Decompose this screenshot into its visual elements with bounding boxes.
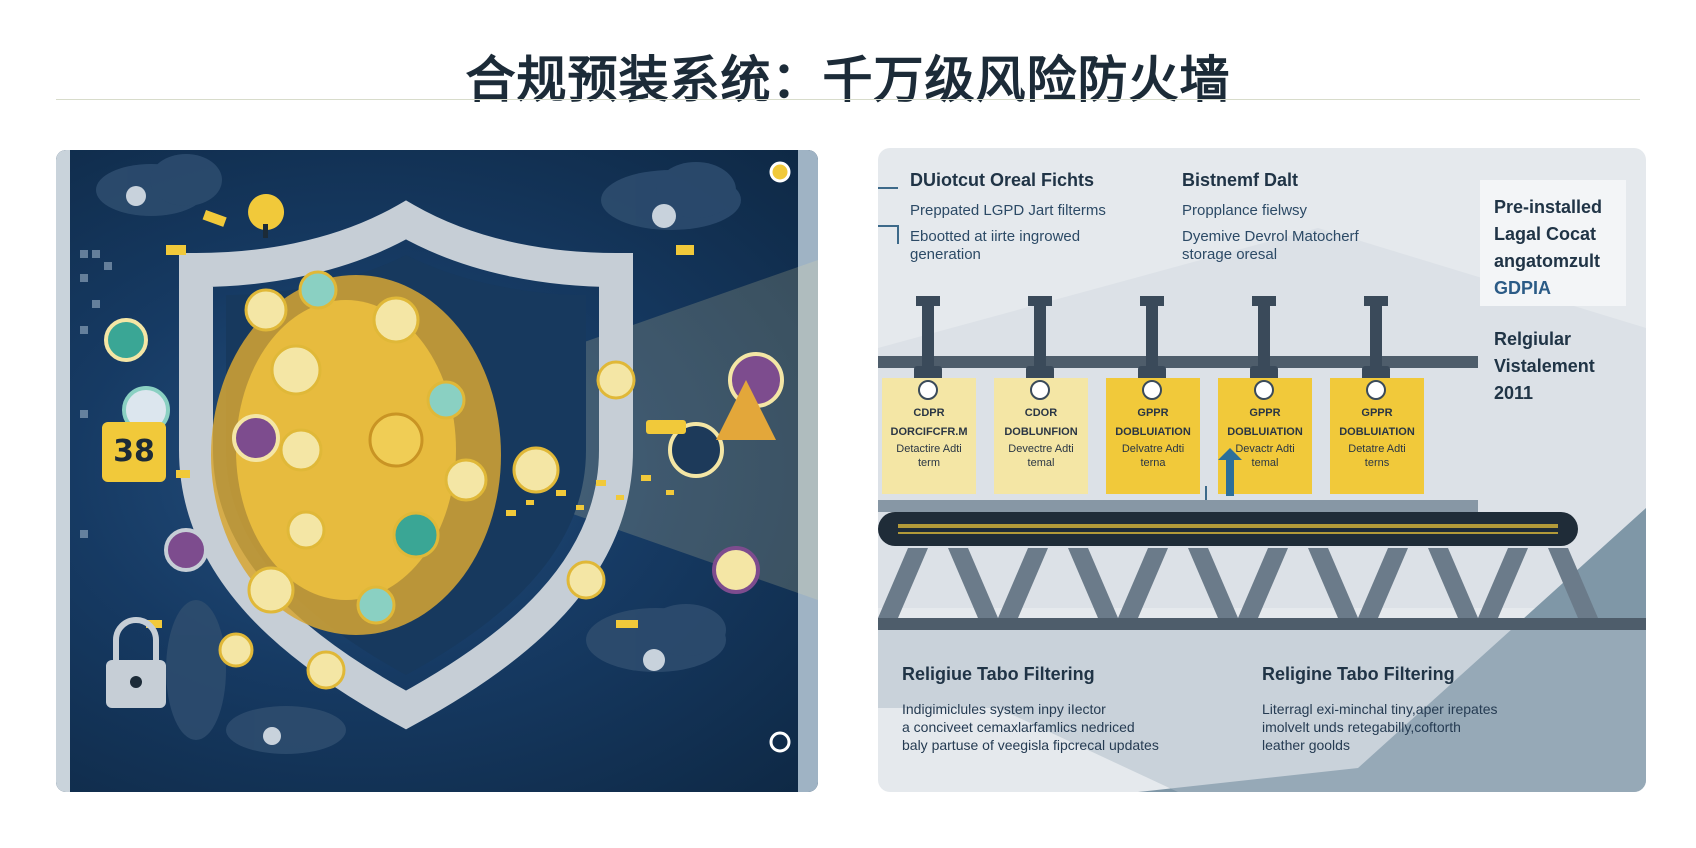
document-label-1: CDPR DORCIFCFR.M Detactire Adti term <box>890 407 968 469</box>
filter2-line1: Literragl exi-minchal tiny,aper irepates <box>1262 701 1498 717</box>
data-icon-cluster <box>104 270 784 690</box>
machine-illustration <box>878 180 1646 792</box>
support-legs <box>878 548 1598 618</box>
number-badge: 38 <box>102 422 166 482</box>
cloud-dot-icon <box>643 649 665 671</box>
warning-icon <box>716 380 776 440</box>
filter1-line3: baly partuse of veegisla fipcrecal updat… <box>902 737 1159 753</box>
document-label-2: CDOR DOBLUNFION Devectre Adti temal <box>1004 407 1078 469</box>
page-title: 合规预装系统：千万级风险防火墙 <box>465 51 1231 109</box>
side-mid-line2: Vistalement <box>1494 356 1595 376</box>
indicator-ring-icon <box>769 731 791 753</box>
filter2-title: Religine Tabo Filtering <box>1262 664 1455 684</box>
side-top-line4: GDPIA <box>1494 278 1552 298</box>
top-rail <box>878 356 1478 368</box>
side-card <box>1480 180 1626 306</box>
lock-icon <box>232 414 280 462</box>
col1-heading: DUiotcut Oreal Fichts <box>910 170 1095 190</box>
data-particles <box>146 210 694 628</box>
shield-icon <box>179 200 633 730</box>
col2-line3: storage oresal <box>1182 246 1278 263</box>
alert-icon <box>248 194 285 230</box>
pixel-grid <box>80 250 112 538</box>
base-rail <box>878 618 1646 630</box>
col2-line1: Propplance fielwsy <box>1182 202 1308 219</box>
filter1-title: Religiue Tabo Filtering <box>902 664 1095 684</box>
filter2-line2: imolvelt unds retegabilly,coftorth <box>1262 719 1461 735</box>
conveyor-dots <box>898 524 1558 534</box>
conveyor-top <box>878 500 1478 512</box>
cloud-dot-icon <box>652 204 676 228</box>
filter1-line1: Indigimiclules system inpy iIector <box>902 701 1106 717</box>
cloud-icon <box>96 154 741 754</box>
side-top-line2: Lagal Cocat <box>1494 224 1597 244</box>
check-icon <box>918 380 1386 400</box>
side-mid-line1: Relgiular <box>1494 329 1572 349</box>
shield-illustration-panel: 38 <box>56 150 818 792</box>
document-label-5: GPPR DOBLUIATION Detatre Adti terns <box>1339 407 1415 469</box>
panel-right-edge <box>798 150 818 792</box>
panel-left-edge <box>56 150 70 792</box>
document-label-4: GPPR DOBLUIATION Devactr Adti temal <box>1227 407 1303 469</box>
indicator-dot-icon <box>769 161 791 183</box>
cloud-dot-icon <box>263 727 281 745</box>
filter2-line3: leather goolds <box>1262 737 1350 753</box>
col1-line1: Preppated LGPD Jart filterms <box>910 202 1106 219</box>
filter1-line2: a conciveet cemaxlarfamlics nedriced <box>902 719 1135 735</box>
side-mid-line3: 2011 <box>1494 383 1534 403</box>
arrow-up-icon <box>1218 448 1242 496</box>
cloud-dot-icon <box>126 186 146 206</box>
compliance-machine-panel: DUiotcut Oreal Fichts Preppated LGPD Jar… <box>878 148 1646 792</box>
col2-line2: Dyemive Devrol Matocherf <box>1182 228 1359 245</box>
col1-line2: Ebootted at iirte ingrowed <box>910 228 1081 245</box>
side-top-line3: angatomzult <box>1494 251 1600 271</box>
floor-shading <box>878 628 1646 792</box>
side-top-line1: Pre-installed <box>1494 197 1603 217</box>
shield-illustration <box>80 154 818 754</box>
title-divider <box>56 99 1640 100</box>
bracket-mark <box>878 187 899 244</box>
padlock-icon <box>106 617 166 708</box>
col1-line3: generation <box>910 246 981 263</box>
document-label-3: GPPR DOBLUIATION Delvatre Adti terna <box>1115 407 1191 469</box>
col2-heading: Bistnemf Dalt <box>1182 170 1299 190</box>
conveyor-belt <box>878 512 1578 546</box>
